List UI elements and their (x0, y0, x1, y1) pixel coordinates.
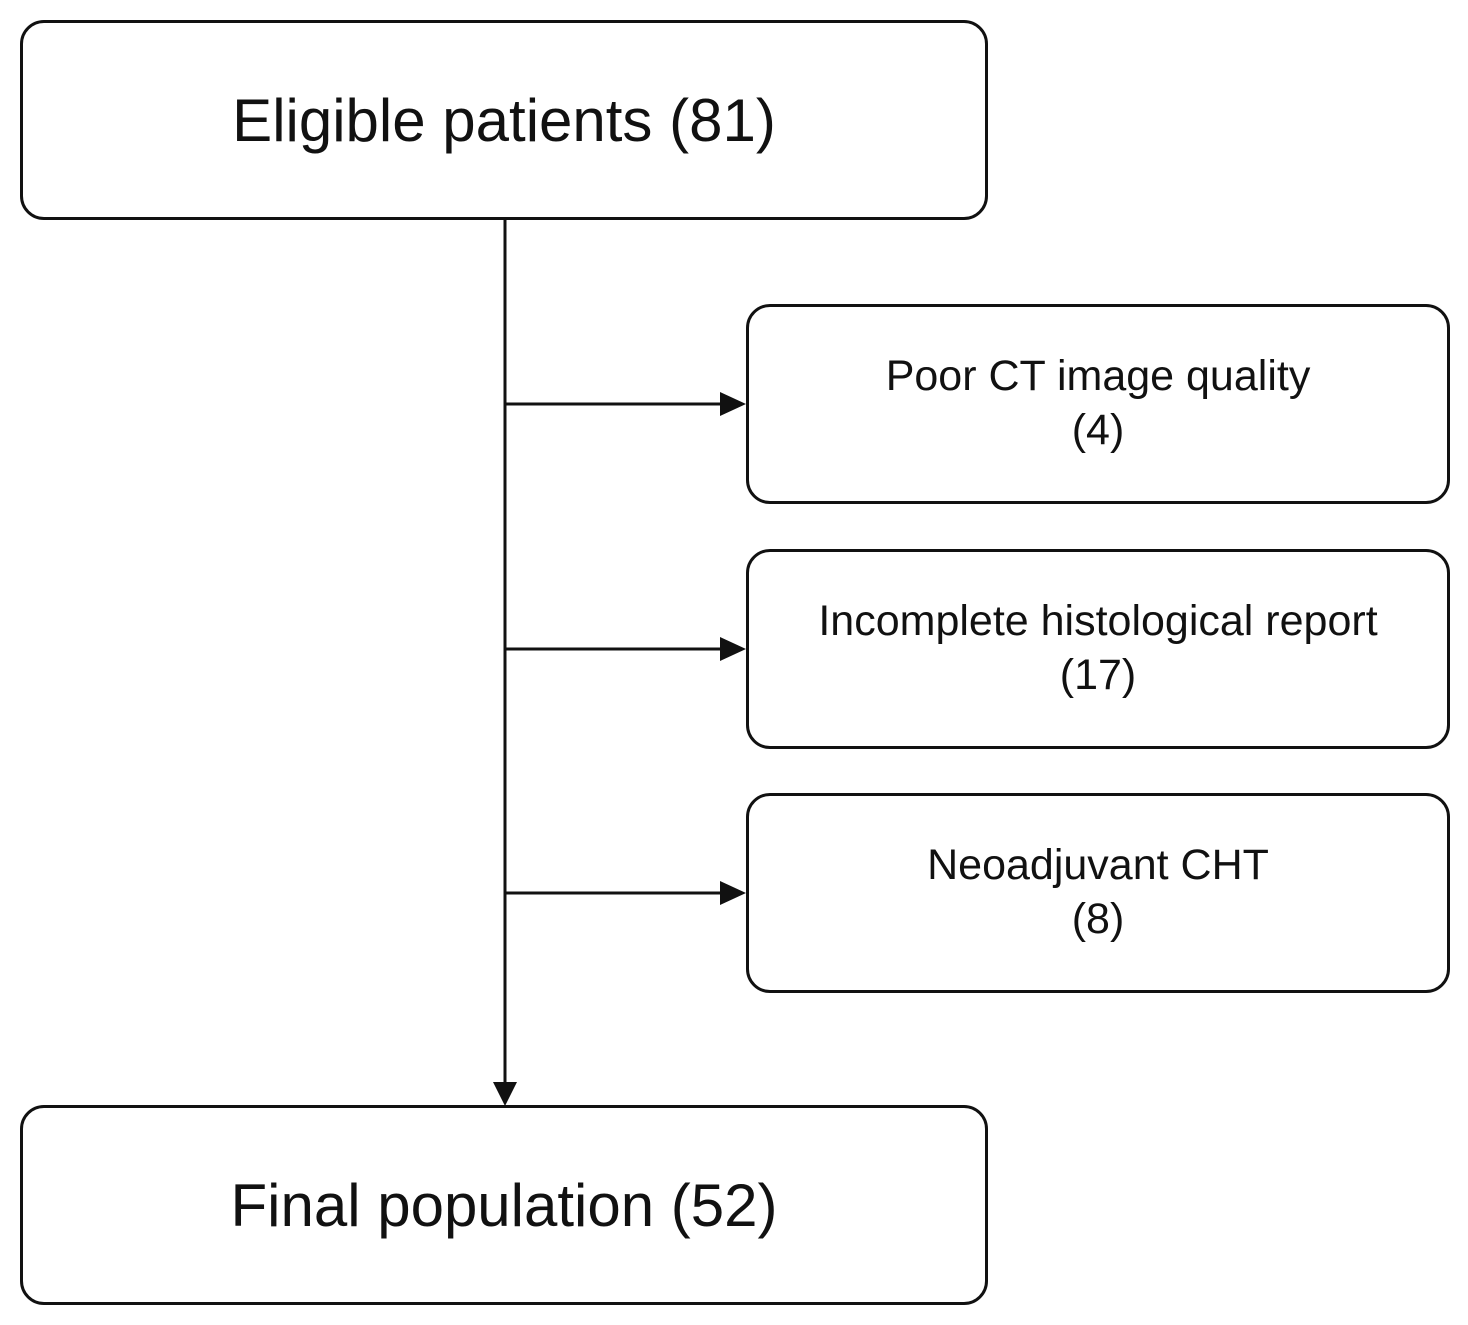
exclusion-box-poor-ct: Poor CT image quality (4) (746, 304, 1450, 504)
branch-arrowhead-2 (720, 637, 746, 661)
exclusion-box-incomplete-histology: Incomplete histological report (17) (746, 549, 1450, 749)
exclusion-label-poor-ct: Poor CT image quality (885, 352, 1311, 401)
branch-arrowhead-1 (720, 392, 746, 416)
exclusion-count-incomplete-histology: (17) (1059, 651, 1137, 699)
exclusion-count-neoadjuvant-cht: (8) (1071, 895, 1125, 943)
exclusion-label-neoadjuvant-cht: Neoadjuvant CHT (927, 841, 1269, 890)
exclusion-label-incomplete-histology: Incomplete histological report (818, 597, 1378, 646)
exclusion-box-neoadjuvant-cht: Neoadjuvant CHT (8) (746, 793, 1450, 993)
branch-arrowhead-3 (720, 881, 746, 905)
final-population-box: Final population (52) (20, 1105, 988, 1305)
exclusion-count-poor-ct: (4) (1071, 406, 1125, 454)
eligible-patients-box: Eligible patients (81) (20, 20, 988, 220)
eligible-patients-label: Eligible patients (81) (232, 86, 776, 154)
main-flow-arrowhead (493, 1082, 517, 1106)
final-population-label: Final population (52) (230, 1171, 778, 1239)
